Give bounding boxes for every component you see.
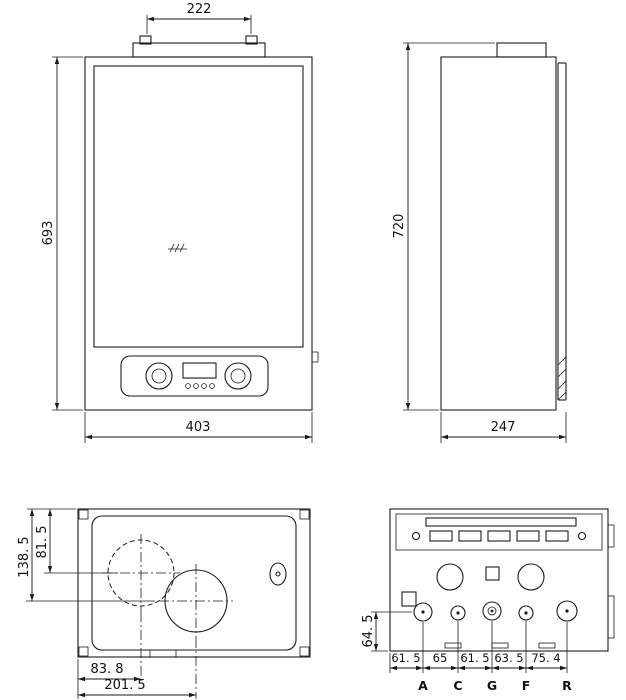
dimension-arrowhead xyxy=(423,665,430,671)
port-label-f: F xyxy=(522,678,531,693)
side-outline xyxy=(440,56,557,411)
dim-spacing-4: 63. 5 xyxy=(494,651,523,665)
center-box xyxy=(485,566,500,581)
dimension-arrowhead xyxy=(485,665,492,671)
pipe-connections xyxy=(413,600,578,622)
dimension-arrowhead xyxy=(78,692,85,698)
dimension-arrowhead xyxy=(29,594,35,601)
dim-front-top-width: 222 xyxy=(187,2,212,17)
dimension-arrowhead xyxy=(189,692,196,698)
port-label-r: R xyxy=(562,678,572,693)
side-flue-collar xyxy=(496,42,547,58)
front-outline xyxy=(84,56,313,411)
side-clip-mark xyxy=(312,351,319,363)
dim-spacing-5: 75. 4 xyxy=(531,651,560,665)
flue-clip-right xyxy=(245,35,258,45)
dim-top-x1: 83. 8 xyxy=(90,662,123,677)
front-view xyxy=(84,35,319,411)
dimension-arrowhead xyxy=(405,403,411,410)
right-knob xyxy=(224,362,252,390)
dimension-arrowhead xyxy=(519,665,526,671)
bottom-view xyxy=(389,508,615,652)
port-label-a: A xyxy=(418,678,428,693)
dim-front-height: 693 xyxy=(41,221,56,246)
flue-collar xyxy=(132,42,266,58)
dimension-arrowhead xyxy=(147,16,154,22)
dimension-arrowhead xyxy=(54,403,60,410)
dimension-arrowhead xyxy=(441,434,448,440)
panel-button xyxy=(209,383,215,389)
dimension-arrowhead xyxy=(405,43,411,50)
top-outline xyxy=(77,508,311,658)
vent-slot-long xyxy=(425,517,577,527)
dimension-arrowhead xyxy=(458,665,465,671)
small-opening xyxy=(269,562,287,586)
left-box xyxy=(401,591,417,607)
panel-button xyxy=(201,383,207,389)
opening-left xyxy=(436,563,464,591)
dimension-arrowhead xyxy=(134,676,141,682)
bottom-outline xyxy=(389,508,609,652)
dim-spacing-3: 61. 5 xyxy=(460,651,489,665)
dimension-arrowhead xyxy=(54,57,60,64)
port-label-g: G xyxy=(487,678,497,693)
top-view xyxy=(77,508,311,658)
dimension-arrowhead xyxy=(85,434,92,440)
dimension-arrowhead xyxy=(526,665,533,671)
dimension-arrowhead xyxy=(560,665,567,671)
top-view-dimensions: 138. 5 81. 5 83. 8 201. 5 xyxy=(17,508,197,699)
dimension-arrowhead xyxy=(390,665,397,671)
dimension-arrowhead xyxy=(305,434,312,440)
dimension-arrowhead xyxy=(29,509,35,516)
dim-side-height: 720 xyxy=(392,214,407,239)
dim-front-width: 403 xyxy=(186,420,211,435)
panel-button xyxy=(193,383,199,389)
bottom-view-dimensions: 64. 5 61. 5 65 61. 5 63. 5 75. 4 A C G F… xyxy=(361,611,572,693)
dimension-arrowhead xyxy=(47,566,53,573)
opening-right xyxy=(517,563,545,591)
port-label-c: C xyxy=(453,678,462,693)
front-door-panel xyxy=(93,65,304,348)
top-inner-panel xyxy=(91,515,297,651)
brand-mark xyxy=(168,243,187,253)
panel-button xyxy=(185,383,191,389)
dim-bottom-offset-left: 64. 5 xyxy=(361,614,376,647)
left-knob xyxy=(145,362,173,390)
dim-top-x2: 201. 5 xyxy=(104,678,145,693)
dimension-arrowhead xyxy=(244,16,251,22)
dimension-arrowhead xyxy=(373,644,379,651)
dim-top-offset-a: 138. 5 xyxy=(17,536,32,577)
dim-top-offset-b: 81. 5 xyxy=(35,525,50,558)
display-window xyxy=(182,362,217,379)
dim-side-depth: 247 xyxy=(491,420,516,435)
dimension-arrowhead xyxy=(451,665,458,671)
front-dimensions: 222 693 403 xyxy=(41,2,313,443)
top-tab xyxy=(149,649,177,658)
dim-spacing-2: 65 xyxy=(433,651,448,665)
side-view xyxy=(440,42,567,411)
dimension-arrowhead xyxy=(492,665,499,671)
control-panel-outline xyxy=(120,355,269,397)
flue-clip-left xyxy=(139,35,152,45)
dimension-arrowhead xyxy=(78,676,85,682)
side-dimensions: 720 247 xyxy=(392,42,567,443)
dimension-arrowhead xyxy=(559,434,566,440)
control-panel xyxy=(120,355,269,397)
bottom-vent-band xyxy=(395,513,603,551)
dimension-arrowhead xyxy=(47,509,53,516)
dimension-arrowhead xyxy=(416,665,423,671)
dim-spacing-1: 61. 5 xyxy=(391,651,420,665)
dimension-arrowhead xyxy=(373,612,379,619)
wall-bracket-hatch xyxy=(557,356,567,401)
